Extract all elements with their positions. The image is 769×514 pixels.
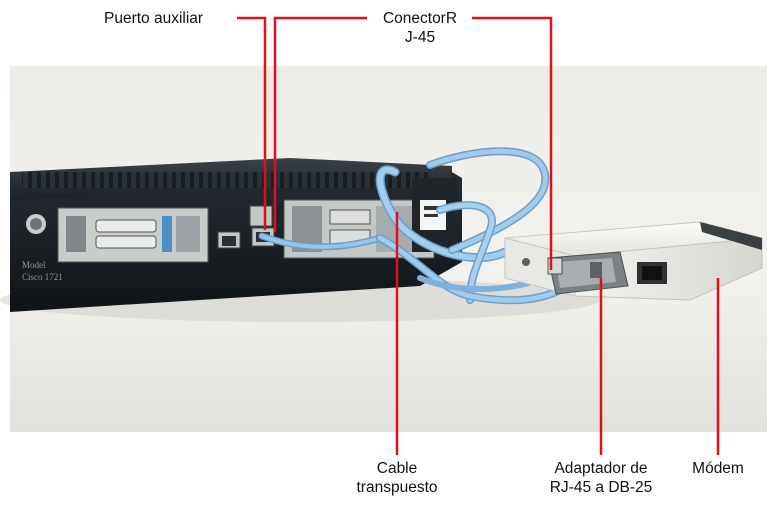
leader-aux-port: [237, 16, 267, 230]
label-adapter-line2: RJ-45 a DB-25: [549, 479, 653, 496]
router-vents: [22, 172, 432, 188]
label-cable-line2: transpuesto: [356, 479, 438, 496]
label-modem-text: Módem: [692, 460, 744, 477]
db25-adapter: [547, 251, 629, 295]
router-badge-line1: Model: [22, 260, 46, 270]
label-rj45-line2: J-45: [404, 29, 436, 46]
label-rj45-line1: ConectorR: [382, 10, 458, 27]
label-modem: Módem: [686, 459, 750, 478]
label-aux-port: Puerto auxiliar: [104, 9, 203, 28]
label-cable-line1: Cable: [376, 460, 418, 477]
leader-rj45-connector: [273, 16, 367, 232]
router-badge-line2: Cisco 1721: [22, 272, 63, 282]
console-port: [249, 205, 273, 227]
label-rj45-connector: ConectorR J-45: [368, 9, 472, 47]
label-aux-port-text: Puerto auxiliar: [104, 10, 204, 27]
leader-lines: [237, 16, 720, 455]
label-adapter-line1: Adaptador de: [554, 460, 648, 477]
leader-rj45-connector-right: [472, 16, 553, 270]
label-adapter: Adaptador de RJ-45 a DB-25: [536, 459, 666, 497]
router: Model Cisco 1721: [10, 158, 462, 312]
label-rollover-cable: Cable transpuesto: [338, 459, 456, 497]
